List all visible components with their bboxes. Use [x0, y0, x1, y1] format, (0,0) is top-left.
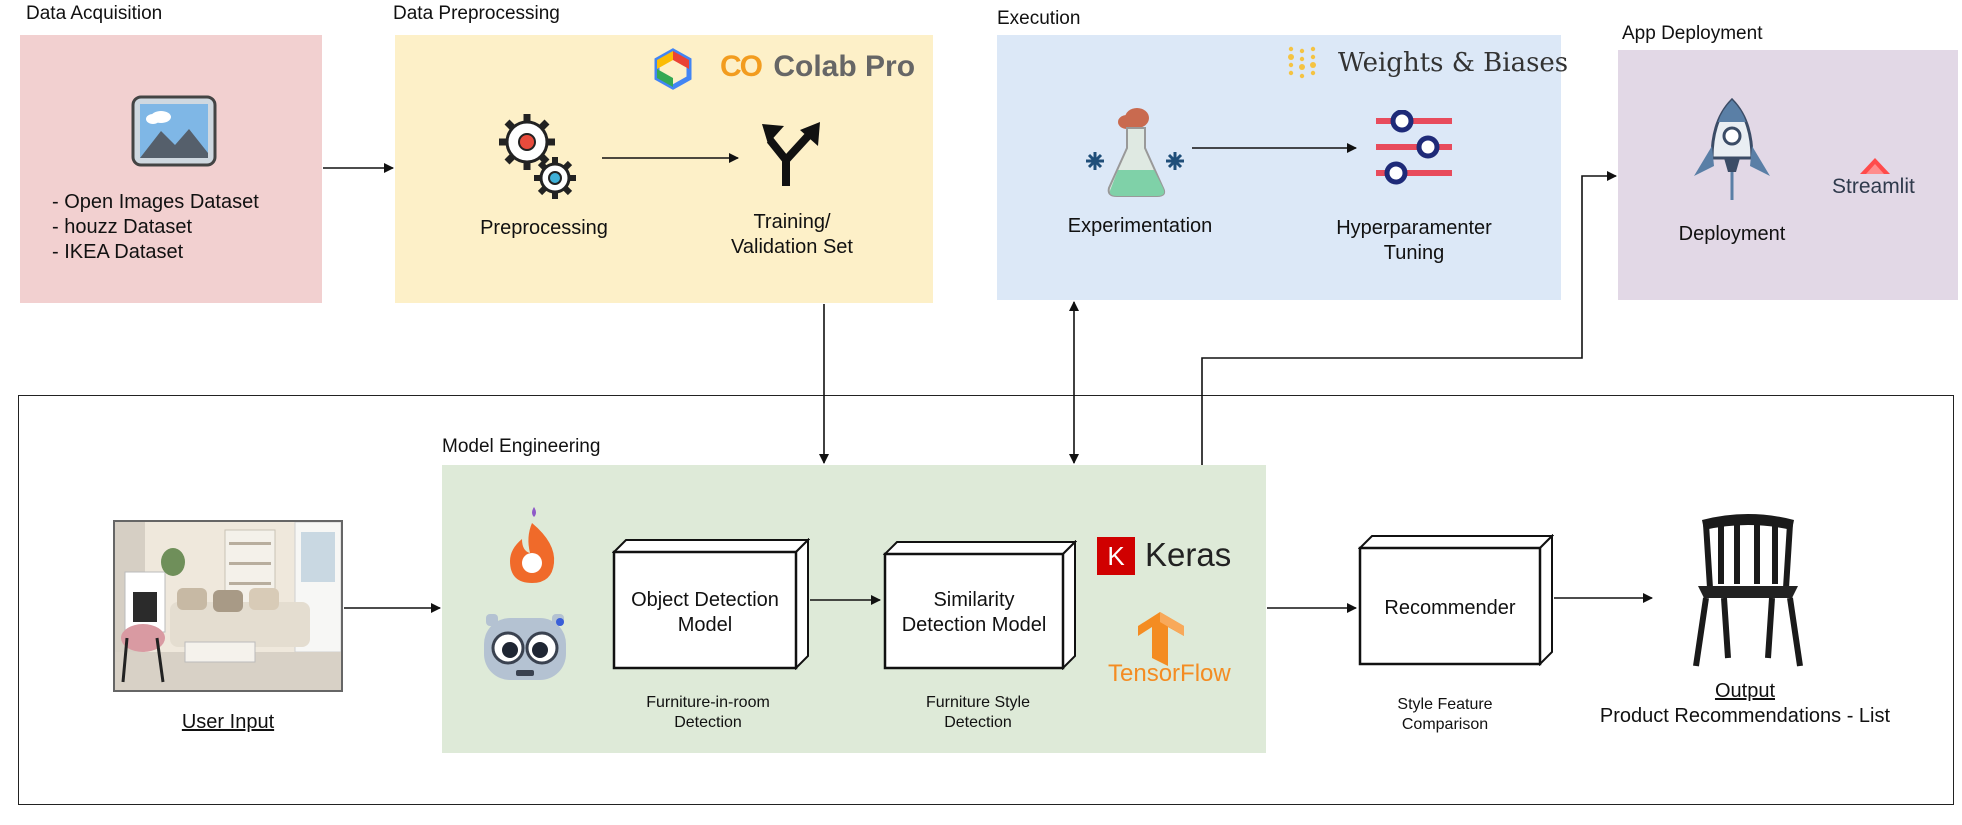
object-detection-label: Object Detection Model	[614, 588, 796, 638]
caption-style-feature-line2: Comparison	[1401, 716, 1489, 733]
similarity-detection-line2: Detection Model	[901, 614, 1047, 636]
caption-furniture-in-room-line1: Furniture-in-room	[646, 694, 770, 711]
dataset-item: - IKEA Dataset	[52, 241, 184, 263]
execution-title: Execution	[997, 8, 1081, 29]
experimentation-label: Experimentation	[1067, 215, 1213, 237]
arrow-model-to-deploy	[1201, 171, 1617, 465]
wandb-brand: Weights & Biases	[1338, 48, 1569, 78]
object-detection-line1: Object Detection	[631, 589, 779, 611]
dataset-list: - Open Images Dataset - houzz Dataset - …	[52, 190, 259, 265]
deployment-panel	[1618, 50, 1958, 300]
caption-style-feature-line1: Style Feature	[1397, 696, 1493, 713]
colab-brand: Colab Pro	[773, 50, 916, 83]
object-detection-line2: Model	[677, 614, 733, 636]
model-title: Model Engineering	[442, 436, 601, 457]
streamlit-icon	[1858, 154, 1892, 176]
similarity-detection-label: Similarity Detection Model	[885, 588, 1063, 638]
training-label-line1: Training/	[753, 211, 831, 233]
rocket-icon	[1690, 96, 1774, 204]
sliders-icon	[1372, 109, 1456, 186]
execution-panel	[997, 35, 1561, 300]
similarity-detection-line1: Similarity	[933, 589, 1015, 611]
keras-icon: K	[1097, 537, 1135, 575]
output-title: Output	[1714, 680, 1776, 702]
keras-brand: Keras	[1145, 536, 1232, 573]
flame-icon	[504, 505, 560, 587]
model-panel	[442, 465, 1266, 753]
colab-hex-icon	[652, 48, 694, 90]
recommender-label: Recommender	[1384, 597, 1516, 619]
acquisition-panel	[20, 35, 322, 303]
caption-furniture-style-line2: Detection	[944, 714, 1012, 731]
colab-mark: CO	[720, 50, 763, 83]
flask-icon	[1085, 104, 1185, 204]
split-arrow-icon	[760, 120, 824, 188]
colab-logo: CO Colab Pro	[720, 50, 915, 84]
tuning-label-line1: Hyperparamenter	[1336, 217, 1492, 239]
preprocessing-title: Data Preprocessing	[393, 3, 560, 24]
room-photo	[113, 520, 343, 692]
preprocessing-label: Preprocessing	[480, 217, 608, 239]
training-label-line2: Validation Set	[731, 236, 853, 258]
tuning-label-line2: Tuning	[1383, 242, 1445, 264]
output-subtitle: Product Recommendations - List	[1599, 705, 1891, 727]
deployment-title: App Deployment	[1622, 23, 1763, 44]
object-detection-box	[611, 537, 811, 671]
dataset-item: - Open Images Dataset	[52, 191, 259, 213]
wandb-dots-icon	[1286, 45, 1318, 81]
tensorflow-brand: TensorFlow	[1108, 660, 1231, 687]
gears-icon	[497, 110, 582, 205]
chair-icon	[1688, 510, 1808, 668]
user-input-label: User Input	[181, 711, 275, 733]
dataset-item: - houzz Dataset	[52, 216, 193, 238]
robot-icon	[476, 608, 574, 688]
tensorflow-icon	[1134, 610, 1188, 668]
caption-furniture-in-room: Furniture-in-room Detection	[618, 693, 798, 733]
outer-frame	[18, 395, 1954, 805]
recommender-box	[1357, 533, 1555, 667]
image-icon	[131, 95, 217, 167]
caption-furniture-style-line1: Furniture Style	[925, 694, 1031, 711]
caption-style-feature: Style Feature Comparison	[1355, 695, 1535, 735]
deployment-label: Deployment	[1678, 223, 1786, 245]
caption-furniture-style: Furniture Style Detection	[888, 693, 1068, 733]
acquisition-title: Data Acquisition	[26, 3, 163, 24]
similarity-detection-box	[882, 539, 1078, 671]
streamlit-brand: Streamlit	[1832, 175, 1915, 198]
caption-furniture-in-room-line2: Detection	[674, 714, 742, 731]
